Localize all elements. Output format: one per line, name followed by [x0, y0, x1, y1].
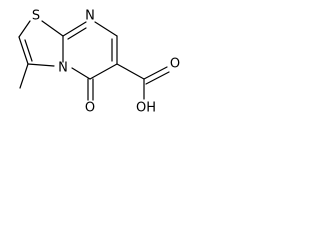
keto-oxygen-label: O	[85, 101, 95, 116]
bond-c8a-n8	[62, 21, 87, 37]
molecule-structure: S N N O O OH	[18, 9, 180, 116]
bond-c6-c5	[89, 63, 118, 80]
bond-c3-methyl	[19, 63, 29, 89]
nitrogen-bridge-label: N	[58, 61, 68, 76]
acid-hydroxyl-label: OH	[136, 101, 156, 116]
acid-oxygen-label: O	[170, 57, 180, 72]
pyrimidine-ring	[62, 21, 118, 101]
sulfur-label: S	[32, 9, 40, 24]
bond-c2-c3	[18, 36, 29, 65]
bond-cacid-o	[143, 66, 168, 80]
bond-cacid-o-inner	[145, 71, 170, 85]
carboxylic-acid	[116, 63, 170, 100]
bond-n8-c7	[94, 21, 118, 37]
thiazole-ring	[18, 20, 64, 89]
bond-s-c8a	[41, 20, 64, 37]
bond-c5-n4	[71, 67, 91, 80]
nitrogen-top-label: N	[85, 9, 95, 24]
bond-s-c2	[18, 20, 31, 38]
bond-c2-c3-inner	[24, 39, 33, 62]
atom-labels: S N N O O OH	[32, 9, 180, 116]
bond-c6-cacid	[116, 63, 145, 80]
bond-c3-n4	[27, 63, 55, 67]
bond-c8a-n8-inner	[67, 27, 87, 40]
